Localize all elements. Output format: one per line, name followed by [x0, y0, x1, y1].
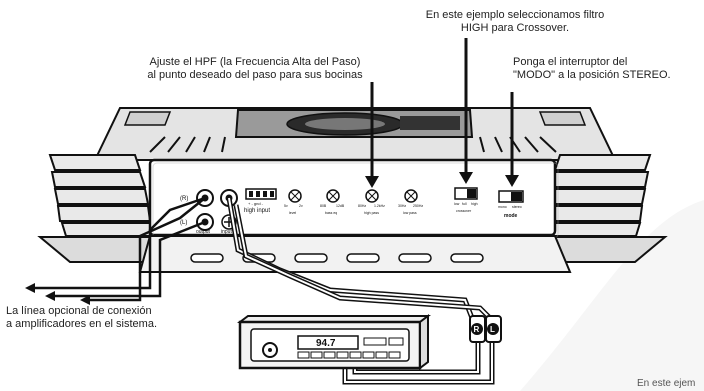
rca-r-label: R	[474, 325, 480, 334]
knob-hpf-label: high pass	[364, 211, 379, 215]
crossover-low-label: low	[454, 202, 460, 206]
knob-level[interactable]: 5v 2v level	[284, 189, 303, 215]
crossover-switch[interactable]: low full high crossover	[454, 187, 478, 213]
mode-annotation: Ponga el interruptor del "MODO" a la pos…	[513, 56, 671, 81]
crossover-full-label: full	[462, 202, 467, 206]
knob-bass-max: 12dB	[336, 204, 345, 208]
crossover-high-label: high	[471, 202, 478, 206]
knob-level-label: level	[289, 211, 296, 215]
head-unit-display	[297, 335, 359, 350]
knob-bass-label: bass eq	[325, 211, 337, 215]
output-label: output	[196, 229, 211, 235]
mode-stereo-label: stereo	[512, 205, 522, 209]
cropped-caption: En este ejem	[637, 378, 696, 389]
knob-high-pass[interactable]: 80Hz 1.2kHz high pass	[358, 189, 385, 215]
optional-output-arrowheads	[25, 283, 90, 305]
high-input-terminal: + - gnd - high input	[244, 188, 277, 214]
callout-arrows	[365, 38, 519, 188]
knob-bass-min: 80B	[320, 204, 327, 208]
hpf-annotation: Ajuste el HPF (la Frecuencia Alta del Pa…	[147, 56, 363, 81]
knob-low-pass[interactable]: 30Hz 250Hz low pass	[398, 189, 423, 215]
channel-r-label: (R)	[180, 196, 188, 202]
crossover-annotation: En este ejemplo seleccionamos filtro HIG…	[425, 9, 605, 34]
background-swoosh	[520, 200, 704, 391]
mode-label: mode	[504, 213, 518, 219]
head-unit: 94.7	[237, 314, 431, 370]
amplifier	[37, 107, 668, 273]
crossover-label: crossover	[456, 209, 472, 213]
knob-lpf-label: low pass	[403, 211, 417, 215]
rca-plug-l: L	[485, 315, 502, 343]
knob-level-max: 2v	[299, 204, 303, 208]
display-frequency: 94.7	[316, 338, 336, 349]
knob-lpf-min: 30Hz	[398, 204, 406, 208]
knob-hpf-max: 1.2kHz	[374, 204, 385, 208]
preset-buttons	[297, 351, 401, 359]
gain-switch-label: + - gnd -	[248, 201, 264, 206]
high-input-label: high input	[244, 208, 270, 214]
knob-hpf-min: 80Hz	[358, 204, 366, 208]
input-rca-cables	[226, 197, 495, 385]
knob-lpf-max: 250Hz	[413, 204, 423, 208]
optional-line-annotation: La línea opcional de conexión a amplific…	[6, 305, 158, 330]
knob-level-min: 5v	[284, 204, 288, 208]
rca-plug-r: R	[469, 315, 486, 343]
knob-bass-eq[interactable]: 80B 12dB bass eq	[320, 189, 345, 215]
optional-output-cables	[35, 196, 206, 302]
input-label: input	[221, 229, 232, 235]
channel-l-label: (L)	[180, 220, 187, 226]
rca-l-label: L	[490, 325, 495, 334]
right-heatsink	[546, 154, 668, 263]
mode-switch[interactable]: mono stereo mode	[498, 190, 524, 219]
mode-mono-label: mono	[498, 205, 507, 209]
left-heatsink	[37, 154, 152, 263]
